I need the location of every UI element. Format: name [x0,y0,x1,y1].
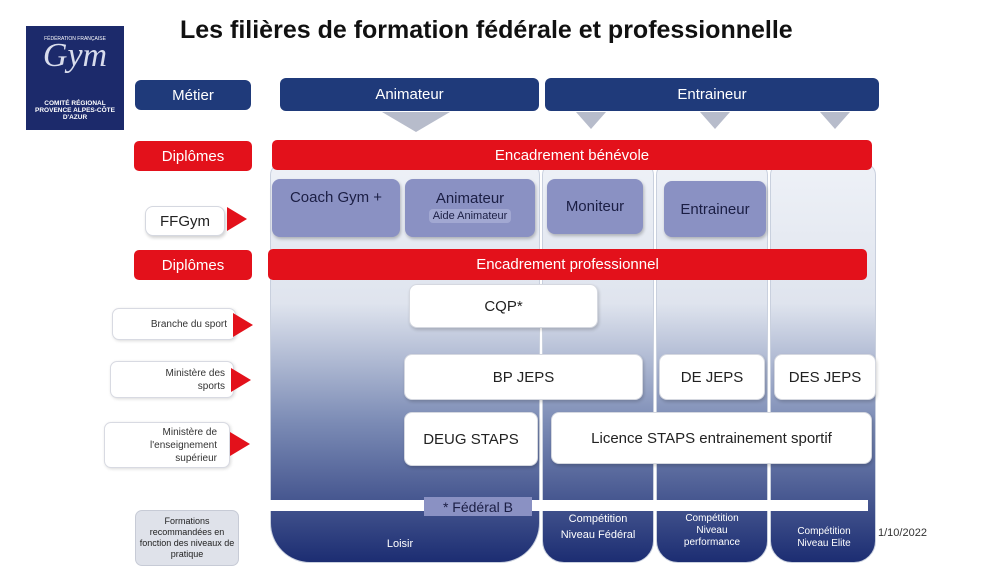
source-ministere-sports: Ministère des sports [110,361,234,398]
source-branche-sport: Branche du sport [112,308,236,340]
diploma-cqp: CQP* [409,284,598,328]
logo-federation-text: FÉDÉRATION FRANÇAISE [44,36,106,42]
pointer-performance [700,112,730,129]
source-formations-label: Formations recommandées en fonction des … [139,516,235,559]
diploma-licence-staps: Licence STAPS entrainement sportif [551,412,872,464]
level-competition-elite: Compétition Niveau Elite [797,526,851,549]
footnote-federal-b: * Fédéral B [424,497,532,516]
diploma-animateur: Animateur Aide Animateur [405,179,535,237]
row-label-diplomes-benevole: Diplômes [134,141,252,171]
diploma-coach-gym: Coach Gym + [272,179,400,237]
bar-encadrement-professionnel: Encadrement professionnel [268,249,867,280]
source-formations: Formations recommandées en fonction des … [135,510,239,566]
ffgym-logo: FÉDÉRATION FRANÇAISE Gym COMITÉ RÉGIONAL… [26,26,124,130]
source-ffgym-label: FFGym [160,212,210,230]
row-label-metier: Métier [135,80,251,110]
level-competition-performance: Compétition Niveau performance [683,513,741,548]
diploma-deug-staps: DEUG STAPS [404,412,538,466]
row-label-diplomes-professionnel: Diplômes [134,250,252,280]
logo-gym-text: Gym [42,37,108,74]
diploma-entraineur-label: Entraineur [680,200,750,218]
diploma-de-jeps: DE JEPS [659,354,765,400]
source-ffgym: FFGym [145,206,225,236]
arrow-ministere-sports [231,368,251,392]
source-ministere-enseignement: Ministère de l'enseignement supérieur [104,422,230,468]
arrow-ministere-enseignement [230,432,250,456]
diploma-entraineur: Entraineur [664,181,766,237]
diploma-aide-animateur-label: Aide Animateur [428,208,512,223]
source-ministere-sports-label: Ministère des sports [165,367,225,392]
source-branche-sport-label: Branche du sport [150,318,227,330]
diploma-coach-gym-label: Coach Gym + [289,189,383,206]
arrow-ffgym [227,207,247,231]
diploma-moniteur: Moniteur [547,179,643,234]
bar-encadrement-benevole: Encadrement bénévole [272,140,872,170]
header-entraineur: Entraineur [545,78,879,111]
arrow-branche-sport [233,313,253,337]
header-animateur: Animateur [280,78,539,111]
level-loisir: Loisir [386,538,414,550]
logo-subtitle: COMITÉ RÉGIONAL PROVENCE ALPES-CÔTE D'AZ… [35,100,115,121]
pointer-animateur [382,112,450,132]
pointer-elite [820,112,850,129]
source-ministere-enseignement-label: Ministère de l'enseignement supérieur [150,426,217,464]
footnote-federal-b-text: * Fédéral B [442,498,514,515]
page-title: Les filières de formation fédérale et pr… [180,16,793,44]
slide-date: 1/10/2022 [878,527,927,539]
footnote-strip [256,500,868,511]
level-competition-federal: Compétition Niveau Fédéral [560,513,636,541]
diploma-moniteur-label: Moniteur [565,198,625,215]
pointer-federal [576,112,606,129]
diploma-bp-jeps: BP JEPS [404,354,643,400]
diploma-des-jeps: DES JEPS [774,354,876,400]
diploma-animateur-label: Animateur [435,189,505,207]
